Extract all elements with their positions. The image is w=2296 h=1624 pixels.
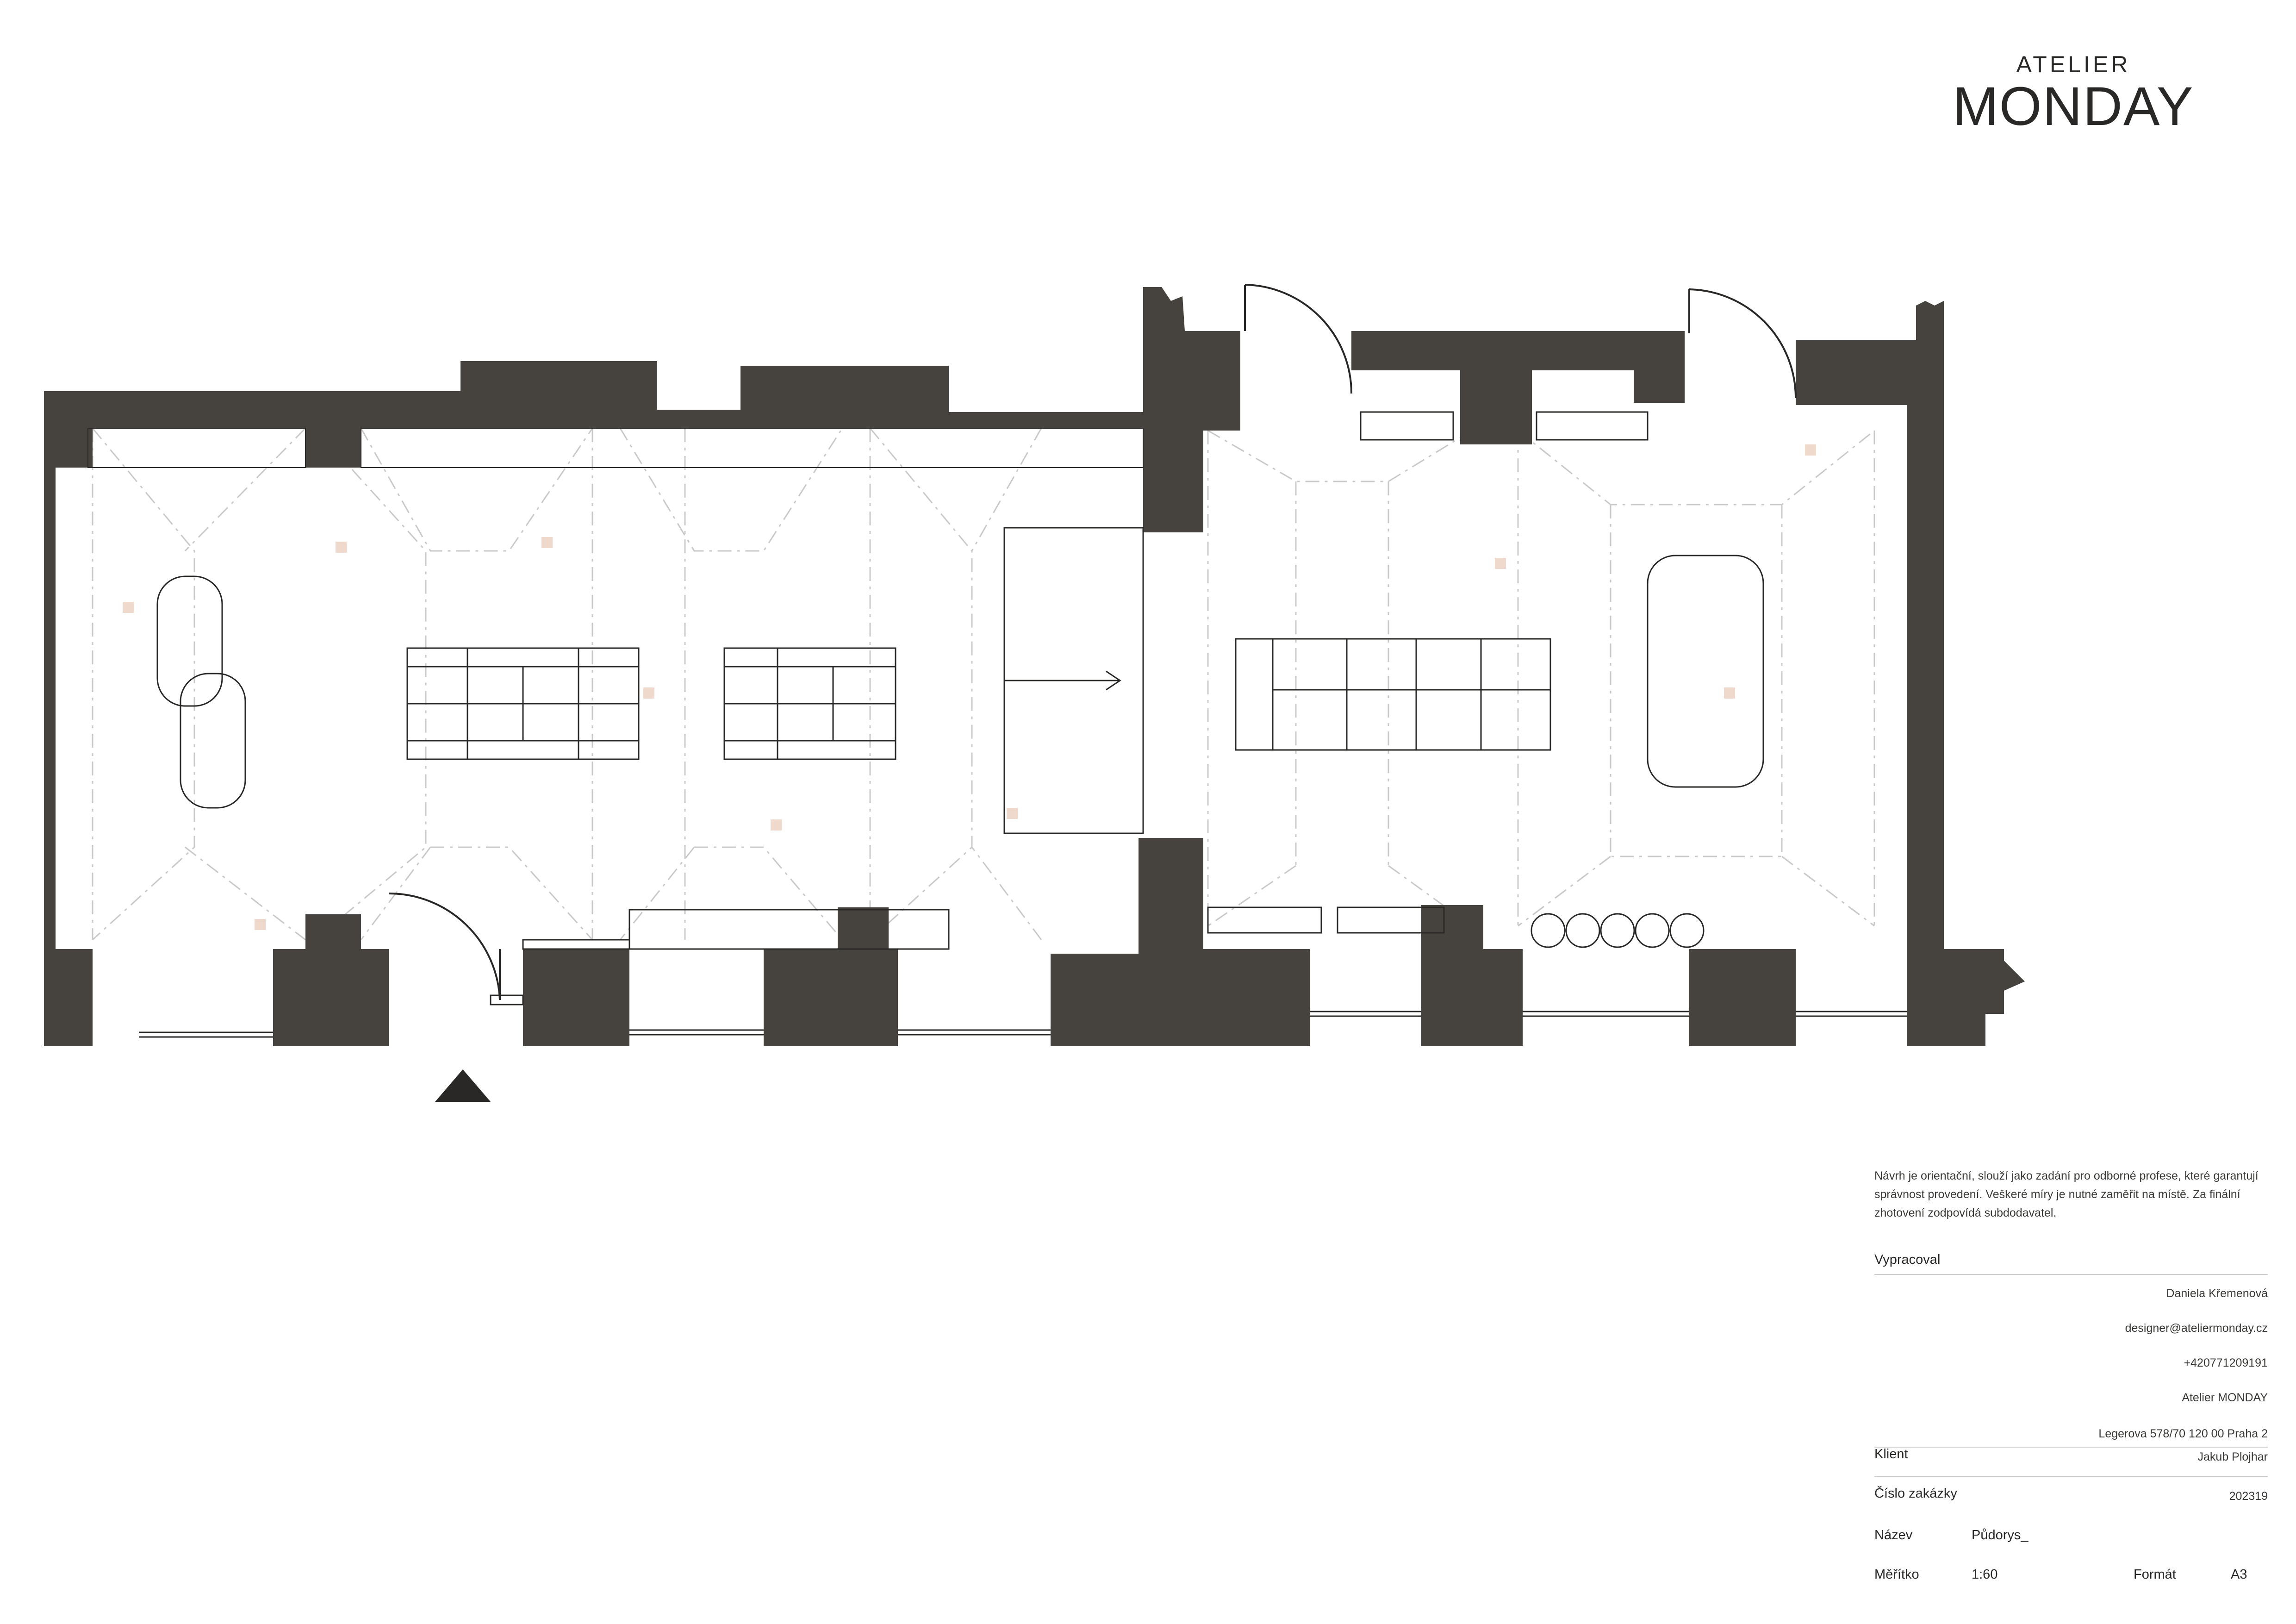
studio-name: Atelier MONDAY — [2182, 1391, 2268, 1404]
client-label: Klient — [1874, 1447, 1908, 1462]
divider — [1874, 1274, 2268, 1275]
email-row: designer@ateliermonday.cz — [1874, 1322, 2268, 1340]
order-label: Číslo zakázky — [1874, 1486, 1957, 1501]
designer-phone: +420771209191 — [2184, 1356, 2268, 1369]
disclaimer-note: Návrh je orientační, slouží jako zadání … — [1874, 1169, 2259, 1219]
order-row: Číslo zakázky 202319 — [1874, 1486, 2268, 1505]
format-value: A3 — [2231, 1567, 2247, 1582]
client-value: Jakub Plojhar — [2197, 1450, 2268, 1463]
walls — [44, 287, 2025, 1046]
logo-line-atelier: ATELIER — [2016, 51, 2131, 77]
name-value: Půdorys_ — [1972, 1528, 2028, 1543]
prepared-by-label: Vypracoval — [1874, 1252, 1941, 1267]
accent-fixtures — [123, 444, 1816, 930]
scale-value: 1:60 — [1972, 1567, 1998, 1582]
designer-email[interactable]: designer@ateliermonday.cz — [2125, 1322, 2268, 1335]
designer-row: Daniela Křemenová — [1874, 1287, 2268, 1305]
scale-label: Měřítko — [1874, 1567, 1919, 1582]
name-label: Název — [1874, 1528, 1913, 1543]
designer-name: Daniela Křemenová — [2166, 1287, 2268, 1300]
client-row: Klient Jakub Plojhar — [1874, 1447, 2268, 1465]
order-value: 202319 — [2229, 1490, 2268, 1503]
divider — [1874, 1476, 2268, 1477]
address-row: Legerova 578/70 120 00 Praha 2 — [1874, 1427, 2268, 1446]
divider — [1874, 1447, 2268, 1448]
studio-address: Legerova 578/70 120 00 Praha 2 — [2098, 1427, 2268, 1440]
phone-row: +420771209191 — [1874, 1356, 2268, 1375]
ceiling-grid — [92, 427, 1875, 941]
format-label: Formát — [2134, 1567, 2176, 1582]
logo-line-monday: MONDAY — [1953, 76, 2194, 137]
furniture — [156, 411, 1764, 950]
windows — [87, 428, 1907, 1038]
entrance-marker-icon — [435, 1069, 491, 1102]
studio-row: Atelier MONDAY — [1874, 1391, 2268, 1410]
prepared-by-header: Vypracoval — [1874, 1252, 2268, 1271]
brand-logo: ATELIER MONDAY — [1944, 51, 2203, 138]
